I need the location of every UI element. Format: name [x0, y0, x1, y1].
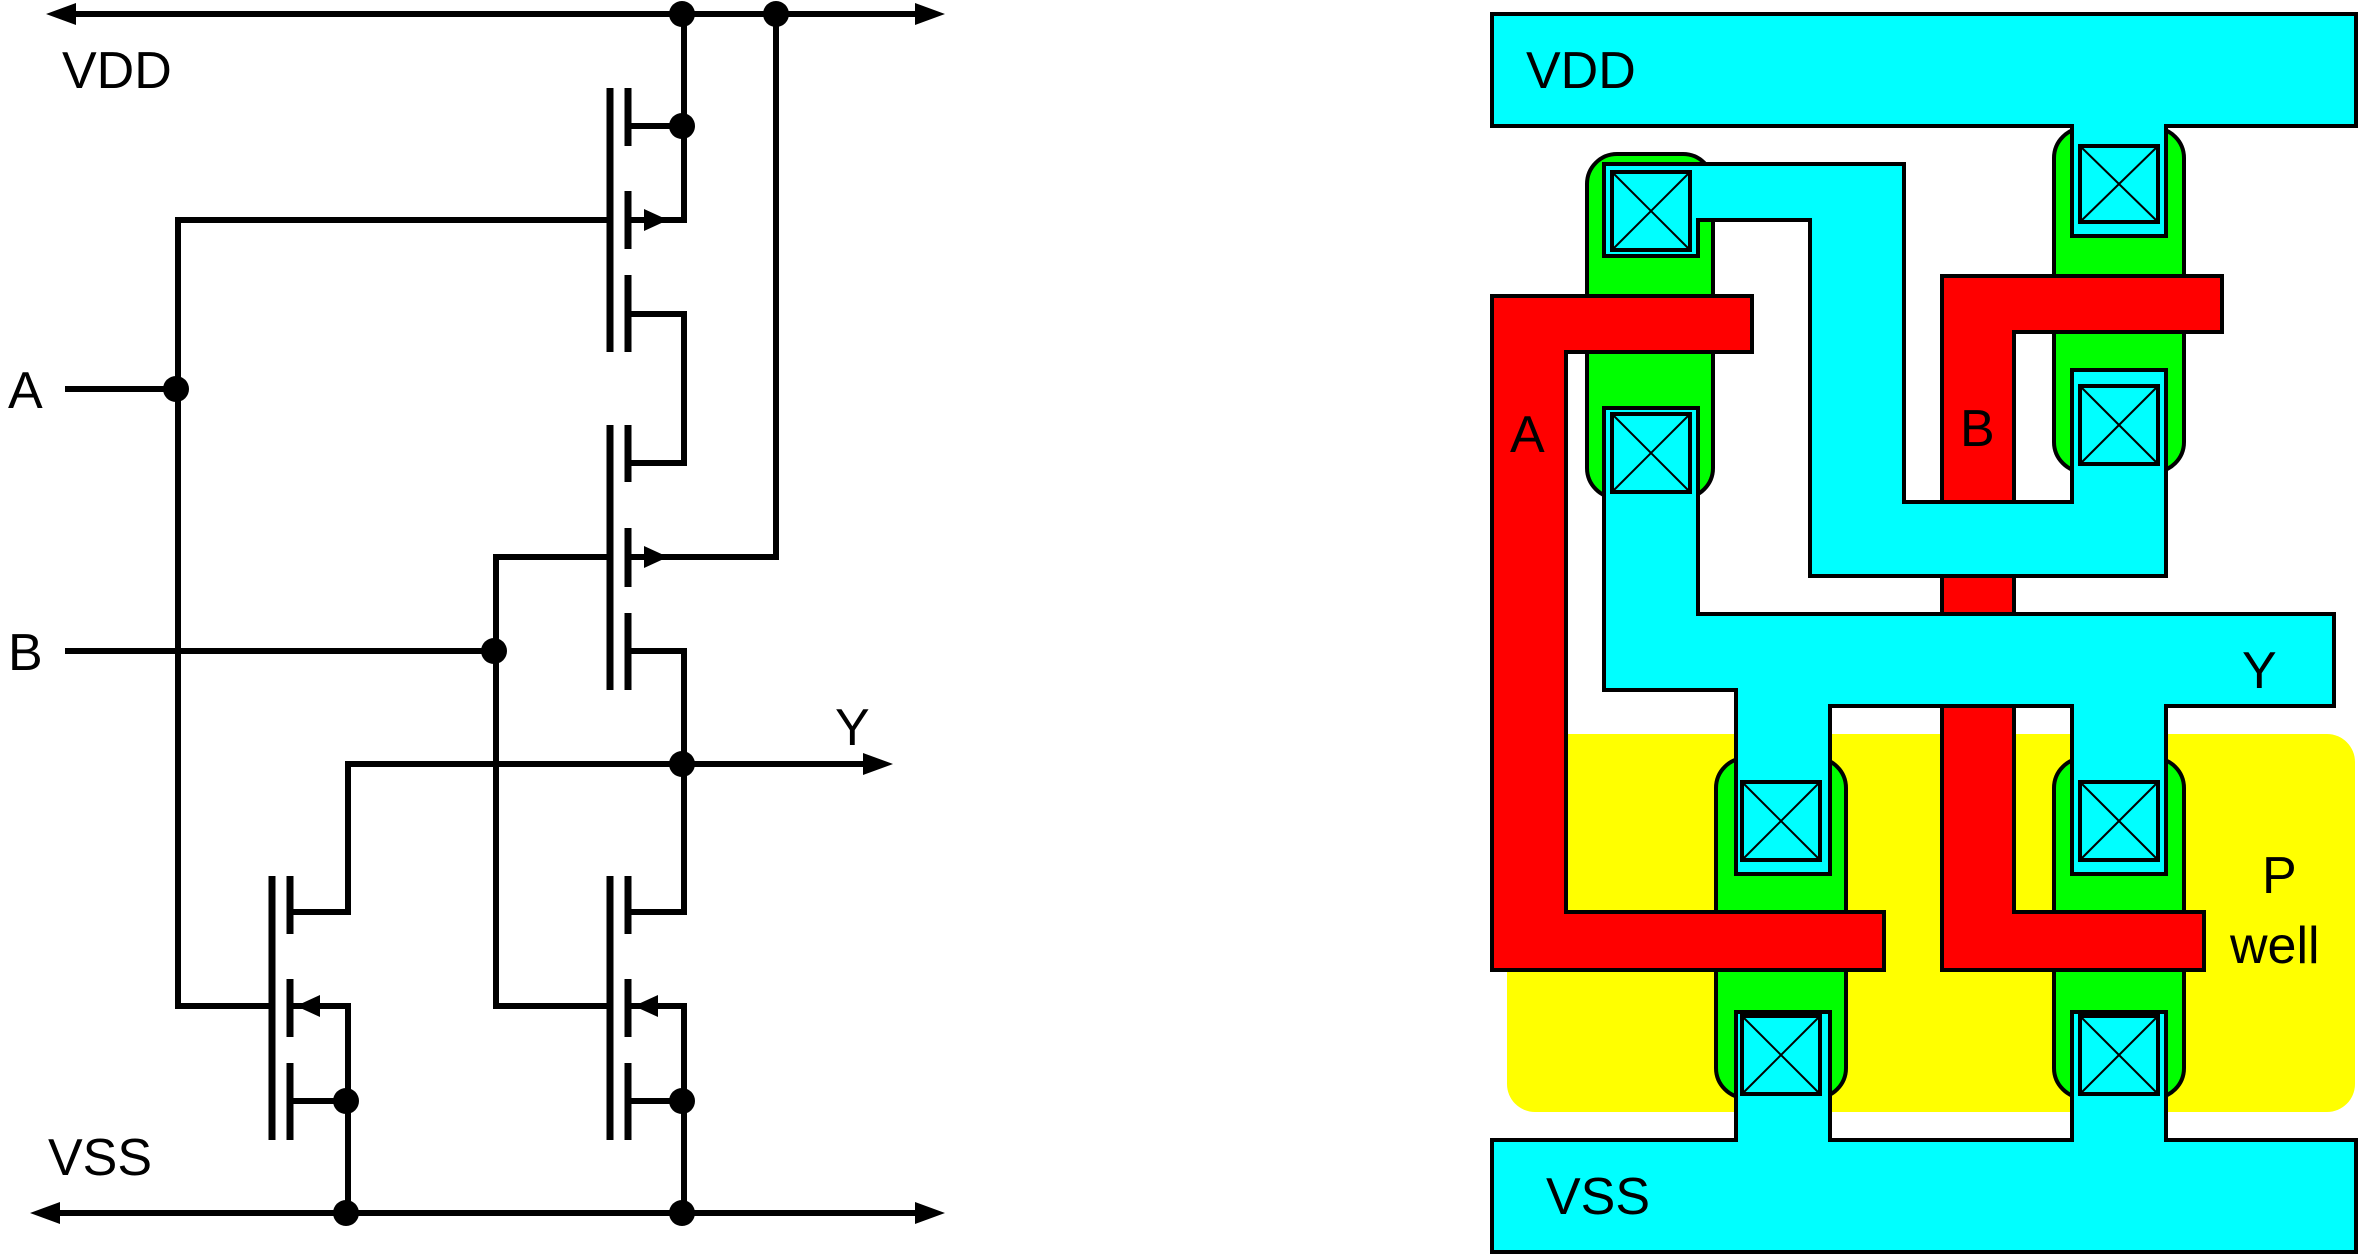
poly-gate-a: [1490, 294, 1886, 972]
contact-cut: [2078, 780, 2160, 862]
contact-cut: [2078, 1014, 2160, 1096]
vss-label: VSS: [48, 1129, 152, 1187]
layout-output-y-label: Y: [2242, 642, 2277, 700]
metal-interconnect: [1602, 162, 2168, 578]
layout-vdd-label: VDD: [1526, 42, 1636, 100]
input-a-net: [65, 217, 611, 1009]
junction-dot: [333, 1088, 359, 1114]
junction-dot: [669, 1, 695, 27]
poly-gate-b: [1940, 274, 2224, 972]
pmos-transistor-a: [606, 11, 695, 466]
nmos-transistor-b: [606, 876, 695, 1226]
output-y-label: Y: [835, 699, 870, 757]
junction-dot: [481, 638, 507, 664]
cell-layout: VDD VSS A B Y P well: [1490, 12, 2358, 1254]
contact-cut: [1740, 780, 1822, 862]
p-well-label-p: P: [2262, 847, 2297, 905]
junction-dot: [669, 1088, 695, 1114]
input-a-label: A: [8, 362, 43, 420]
junction-dot: [763, 1, 789, 27]
vss-rail: [30, 1202, 945, 1224]
junction-dot: [669, 1200, 695, 1226]
layout-vss-label: VSS: [1546, 1168, 1650, 1226]
output-y-net: [345, 648, 893, 915]
nmos-transistor-a: [268, 876, 359, 1226]
input-b-net: [65, 554, 611, 1009]
layout-input-b-label: B: [1960, 400, 1995, 458]
contact-cut: [2078, 144, 2160, 224]
vdd-label: VDD: [62, 42, 172, 100]
p-well-label-well: well: [2229, 917, 2320, 975]
contact-cut: [1610, 170, 1692, 252]
schematic: VDD VSS A B Y: [8, 1, 945, 1226]
vdd-rail: [46, 3, 945, 25]
contact-cut: [2078, 384, 2160, 466]
junction-dot: [669, 751, 695, 777]
junction-dot: [669, 113, 695, 139]
contact-cut: [1740, 1014, 1822, 1096]
input-b-label: B: [8, 624, 43, 682]
pmos-transistor-b: [606, 11, 779, 690]
output-y-metal: [1602, 406, 2336, 876]
contact-cut: [1610, 412, 1692, 494]
junction-dot: [333, 1200, 359, 1226]
layout-input-a-label: A: [1510, 406, 1545, 464]
junction-dot: [163, 376, 189, 402]
